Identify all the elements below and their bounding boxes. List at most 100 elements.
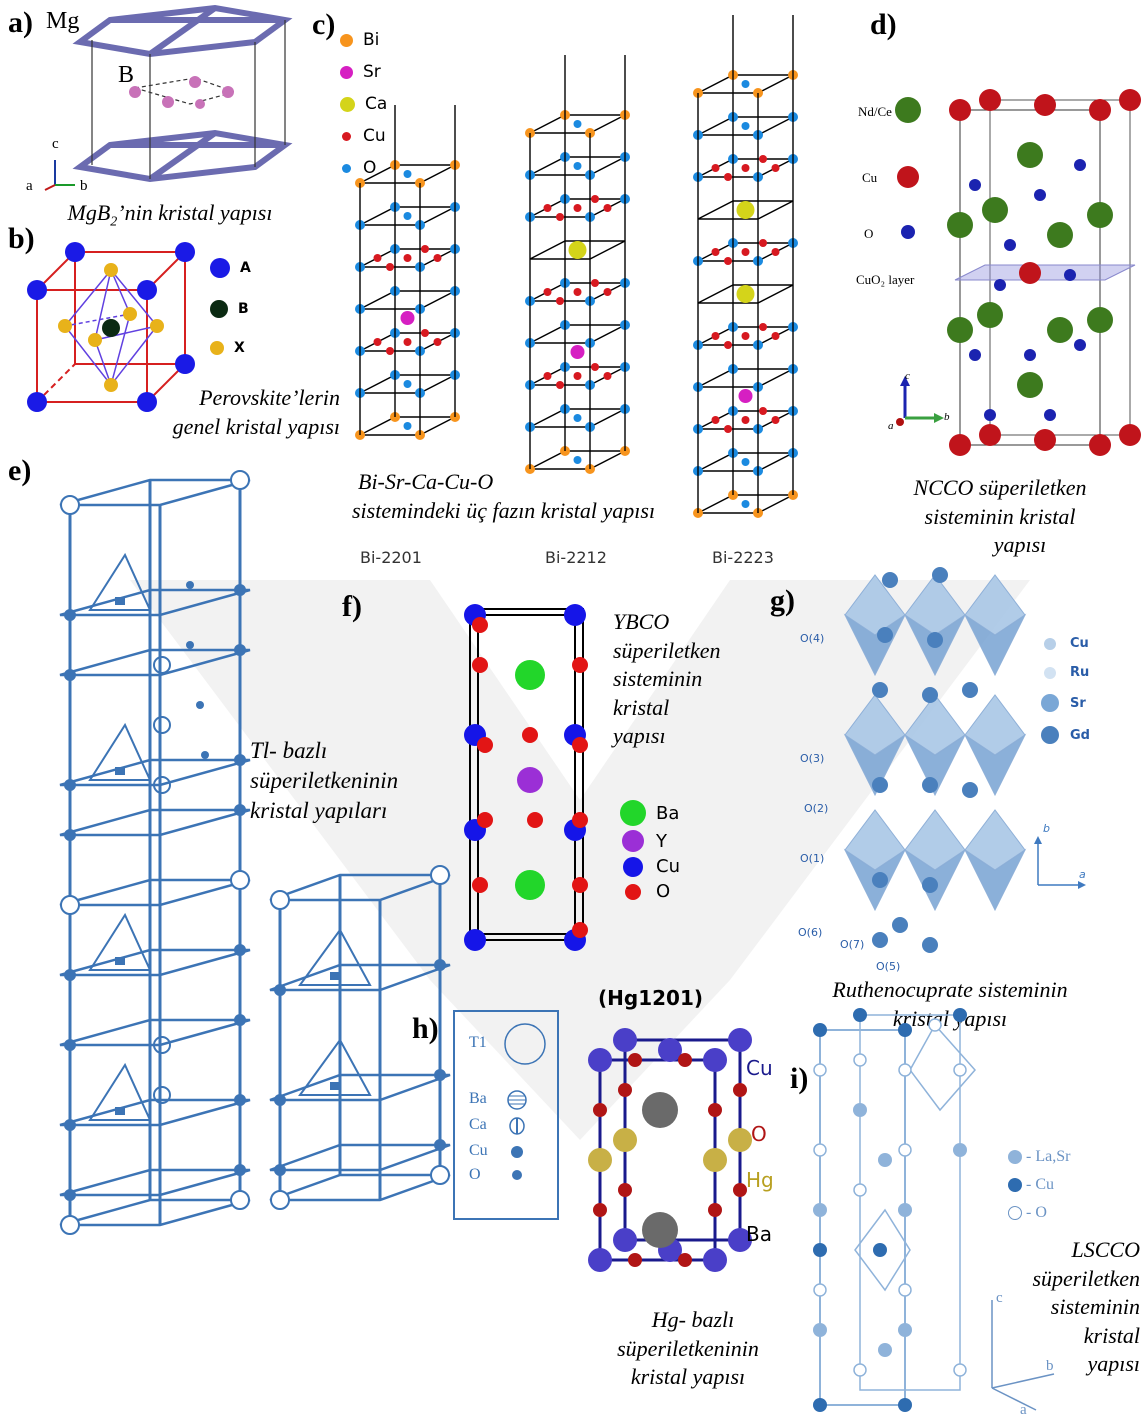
site-o2: O(2) <box>804 802 829 815</box>
legend-sr: Sr <box>363 62 381 82</box>
ndce-atom <box>1087 307 1113 333</box>
cu-atom <box>1089 99 1111 121</box>
axis-c-label-i: c <box>996 1290 1003 1306</box>
o-atom <box>813 1283 827 1297</box>
gd-atom <box>882 572 898 588</box>
o-atom <box>628 1053 642 1067</box>
panel-e-label: e) <box>8 454 32 487</box>
gd-atom <box>922 777 938 793</box>
o-atom <box>572 657 588 673</box>
atom <box>736 285 755 303</box>
o-atom <box>969 179 981 191</box>
perovskite-structure <box>27 242 195 412</box>
perovskite-legend: A B X <box>210 258 251 356</box>
lscco-structure <box>813 1008 976 1412</box>
ba-atom <box>515 870 545 900</box>
ba-atom <box>153 716 171 734</box>
legend-o-ybco: O <box>656 881 671 902</box>
cu-atom <box>949 99 971 121</box>
gd-atom <box>927 632 943 648</box>
legend-bi: Bi <box>363 30 380 50</box>
gd-atom <box>872 682 888 698</box>
atom <box>736 201 755 219</box>
atom <box>591 195 599 203</box>
atom <box>603 204 612 212</box>
atom <box>741 248 750 256</box>
atom <box>741 458 750 466</box>
atom <box>568 241 587 259</box>
legend-y: Y <box>656 830 667 852</box>
legend-sr-g: Sr <box>1070 695 1086 711</box>
legend-cu-ncco: Cu <box>862 170 878 185</box>
y-atom <box>517 767 543 793</box>
gd-atom <box>872 777 888 793</box>
site-o3: O(3) <box>800 752 825 765</box>
tl-structures <box>59 470 451 1235</box>
legend-label-a: A <box>240 260 251 276</box>
atom <box>724 257 732 265</box>
atom <box>603 288 612 296</box>
o-atom <box>953 1363 967 1377</box>
cu-atom <box>898 1398 912 1412</box>
atom <box>724 173 732 181</box>
atom <box>573 372 582 380</box>
site-o4: O(4) <box>800 632 825 645</box>
atom <box>741 122 750 130</box>
atom <box>603 372 612 380</box>
hg-atom <box>703 1148 727 1172</box>
atom <box>403 380 412 388</box>
atom <box>759 155 767 163</box>
legend-o-ncco: O <box>864 226 874 241</box>
o-atom <box>1074 339 1086 351</box>
atom-label-b: B <box>118 62 135 88</box>
cu-atom <box>898 1023 912 1037</box>
o-atom <box>472 657 488 673</box>
atom <box>759 323 767 331</box>
lasr-atom <box>898 1203 912 1217</box>
atom <box>591 363 599 371</box>
o-atom <box>898 1063 912 1077</box>
atom <box>711 416 720 424</box>
axis-b-label-a: b <box>80 178 88 194</box>
atom <box>724 425 732 433</box>
atom <box>759 239 767 247</box>
axis-a-label-a: a <box>26 178 33 194</box>
atom <box>741 80 750 88</box>
legend-dot-b <box>210 300 228 318</box>
site-o6: O(6) <box>798 926 823 939</box>
hg1201-title: (Hg1201) <box>598 986 703 1010</box>
ndce-atom <box>982 197 1008 223</box>
panel-h-label: h) <box>412 1012 439 1045</box>
cu-atom <box>613 1028 637 1052</box>
atom <box>573 456 582 464</box>
cu-atom <box>728 1228 752 1252</box>
o-atom <box>201 751 209 759</box>
o-atom <box>898 1143 912 1157</box>
o-atom <box>593 1203 607 1217</box>
cu-atom <box>1034 429 1056 451</box>
site-o7: O(7) <box>840 938 865 951</box>
ndce-atom <box>947 212 973 238</box>
atom <box>556 213 564 221</box>
o-atom <box>984 409 996 421</box>
o-atom <box>186 641 194 649</box>
legend-o-h: O <box>469 1166 481 1183</box>
atom <box>433 254 442 262</box>
cu-atom <box>953 1008 967 1022</box>
bscco-structures <box>355 15 798 518</box>
atom <box>403 170 412 178</box>
o-atom <box>733 1183 747 1197</box>
ba-atom <box>153 776 171 794</box>
panel-g-label: g) <box>770 584 795 617</box>
atom <box>711 248 720 256</box>
o-atom <box>477 737 493 753</box>
ndce-atom <box>1017 372 1043 398</box>
legend-ba: Ba <box>656 802 680 824</box>
ndce-atom <box>1047 317 1073 343</box>
axis-b-label-g: b <box>1043 822 1050 835</box>
cu-atom <box>813 1243 827 1257</box>
o-atom <box>1024 349 1036 361</box>
